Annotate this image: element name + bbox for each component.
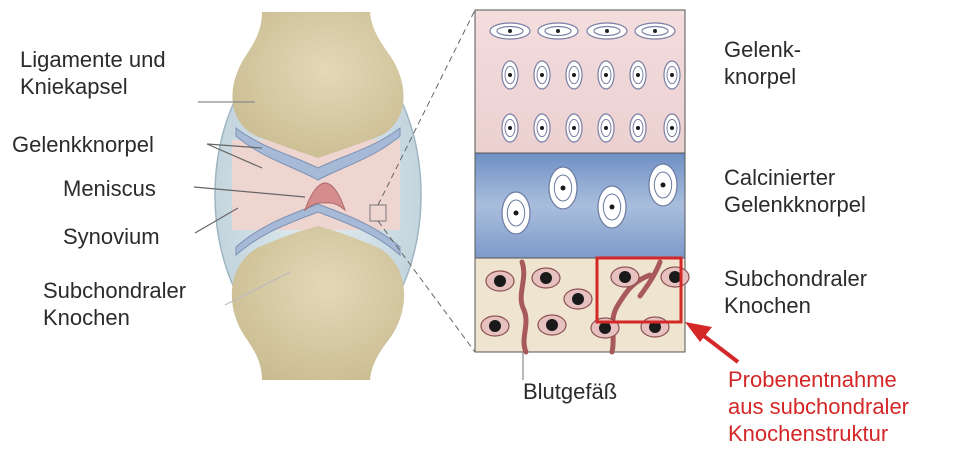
bone-cell	[538, 315, 566, 335]
flat-cell	[635, 23, 675, 39]
cartilage-cell	[534, 114, 550, 142]
bone-cell	[611, 267, 639, 287]
cartilage-cell	[566, 61, 582, 89]
sampling-arrow	[700, 333, 738, 362]
bone-cell	[661, 267, 689, 287]
cartilage-cell	[502, 114, 518, 142]
cartilage-cell	[630, 114, 646, 142]
label-calcified-cartilage: Calcinierter Gelenkknorpel	[724, 164, 866, 218]
label-articular-cartilage: Gelenkknorpel	[12, 131, 154, 158]
femur-bone	[232, 12, 403, 158]
calcified-cell	[598, 186, 626, 228]
cartilage-cell	[598, 61, 614, 89]
cartilage-cell	[502, 61, 518, 89]
cartilage-cell	[566, 114, 582, 142]
cartilage-cell	[534, 61, 550, 89]
cartilage-cell	[664, 61, 680, 89]
blood-vessel-1	[521, 262, 526, 352]
bone-cell	[486, 271, 514, 291]
label-blood-vessel: Blutgefäß	[523, 378, 617, 405]
flat-cell	[538, 23, 578, 39]
tibia-bone	[232, 226, 404, 380]
label-synovium: Synovium	[63, 223, 160, 250]
label-subchondral-bone: Subchondraler Knochen	[43, 277, 186, 331]
label-ligaments: Ligamente und Kniekapsel	[20, 46, 166, 100]
cartilage-cell	[598, 114, 614, 142]
bone-cell	[532, 268, 560, 288]
cartilage-cell	[664, 114, 680, 142]
flat-cell	[490, 23, 530, 39]
calcified-cell	[549, 167, 577, 209]
bone-cell	[564, 289, 592, 309]
label-meniscus: Meniscus	[63, 175, 156, 202]
calcified-cell	[649, 164, 677, 206]
calcified-cell	[502, 192, 530, 234]
label-right-subchondral: Subchondraler Knochen	[724, 265, 867, 319]
label-sampling-note: Probenentnahme aus subchondraler Knochen…	[728, 366, 909, 447]
bone-cell	[481, 316, 509, 336]
label-right-cartilage: Gelenk- knorpel	[724, 36, 801, 90]
cartilage-cell	[630, 61, 646, 89]
flat-cell	[587, 23, 627, 39]
bone-cell	[641, 317, 669, 337]
